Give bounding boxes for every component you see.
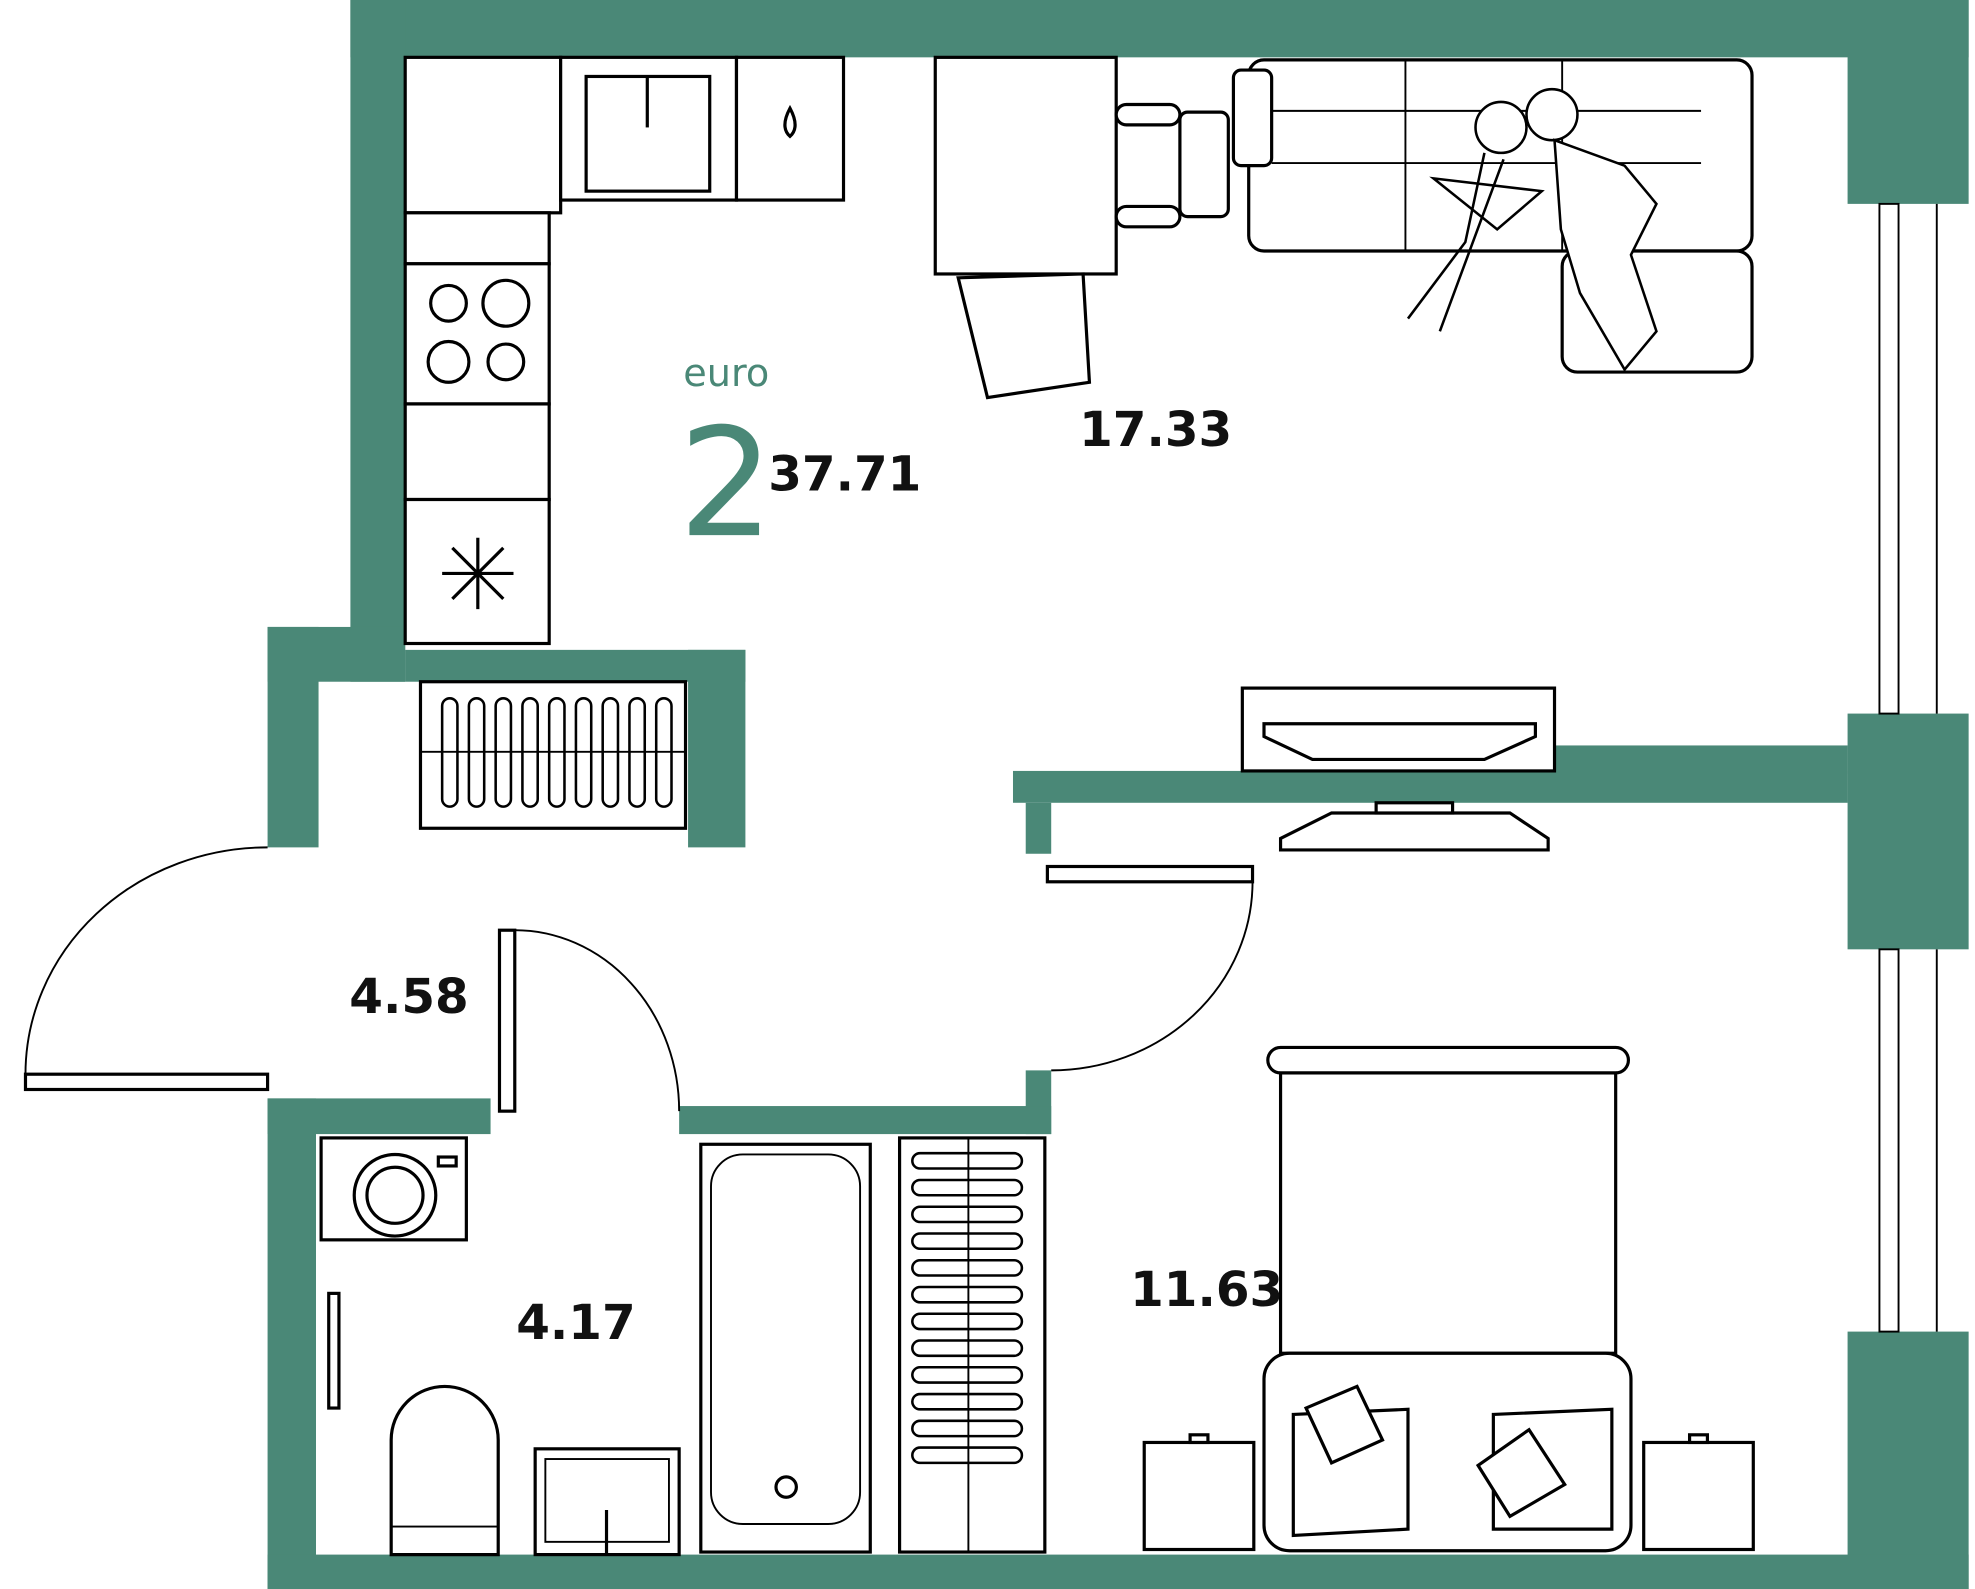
room-area-hallway: 4.58 [349, 969, 468, 1025]
doors[interactable] [23, 846, 1255, 1113]
bathroom-fixtures [319, 1136, 1047, 1557]
room-area-living: 17.33 [1079, 402, 1232, 458]
people-figures [1406, 87, 1658, 372]
bed [1278, 1071, 1618, 1355]
tv [1278, 811, 1550, 852]
windows [1878, 202, 1938, 1333]
towel-rail [327, 1291, 341, 1410]
bedroom-furniture [1142, 1045, 1755, 1553]
kitchen-furniture [403, 55, 846, 646]
toilet [389, 1384, 500, 1557]
entrance-door[interactable] [23, 1072, 270, 1092]
radiator-hall [418, 680, 688, 830]
tv-stand [1240, 686, 1557, 852]
nightstand-left [1142, 1440, 1256, 1552]
pillow [1303, 1384, 1385, 1465]
dining-table [933, 55, 1118, 276]
dining-and-sofa [933, 55, 1754, 400]
sofa [1247, 58, 1754, 253]
labels: euro 2 37.71 17.33 4.58 4.17 11.63 [349, 352, 1283, 1351]
bedroom-door[interactable] [1045, 864, 1255, 884]
wardrobe [897, 1136, 1047, 1554]
stove [403, 262, 551, 406]
snowflake-icon [442, 537, 514, 610]
water-drop-icon [783, 104, 797, 139]
rooms-count: 2 [678, 396, 774, 571]
nightstand-right [1642, 1440, 1755, 1552]
pillow [1475, 1427, 1567, 1519]
room-area-bedroom: 11.63 [1130, 1262, 1283, 1318]
walls [267, 0, 1969, 1589]
room-area-bathroom: 4.17 [516, 1295, 635, 1351]
bathroom-door[interactable] [497, 928, 517, 1113]
apartment-type-label: euro [683, 352, 769, 396]
bed-headboard [1266, 1045, 1631, 1075]
total-area: 37.71 [768, 447, 921, 503]
